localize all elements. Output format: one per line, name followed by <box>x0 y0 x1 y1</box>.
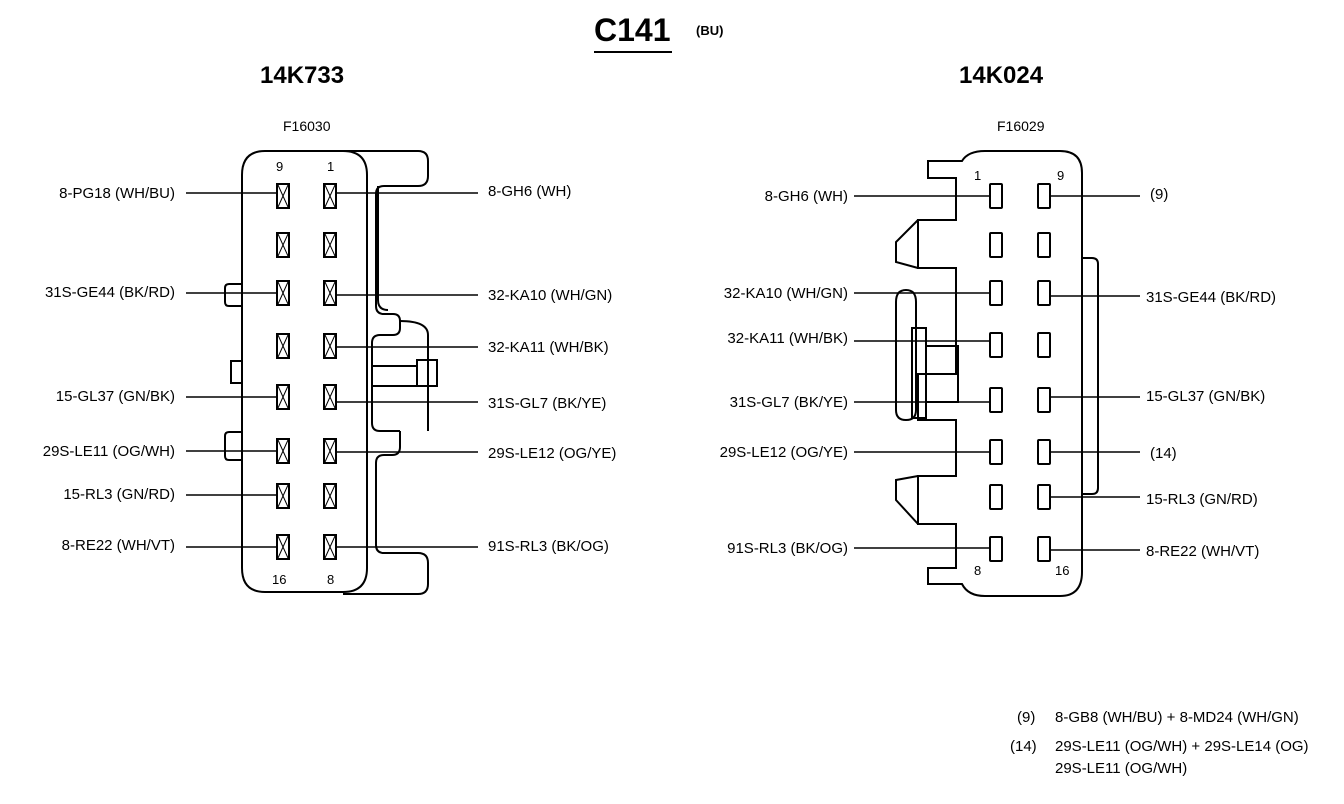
pin-cavity <box>323 280 337 306</box>
pin-cross <box>324 281 336 305</box>
pin-cavity <box>323 384 337 410</box>
pin-cavity <box>989 232 1003 258</box>
pin-cavity <box>989 280 1003 306</box>
wire-label: 8-RE22 (WH/VT) <box>1146 543 1260 560</box>
pin-cavity <box>1037 232 1051 258</box>
pin-cross <box>324 484 336 508</box>
wire-label: 29S-LE11 (OG/WH) <box>42 443 175 460</box>
wire-label: 29S-LE12 (OG/YE) <box>719 444 848 461</box>
pin-cross <box>277 439 289 463</box>
wire-label: 29S-LE12 (OG/YE) <box>488 445 617 462</box>
wire-label: 8-GH6 (WH) <box>488 183 572 200</box>
left-connector-part-no: F16030 <box>283 118 331 134</box>
right-pin-number-8: 8 <box>974 563 982 578</box>
note-ref: (14) <box>1010 738 1037 755</box>
pin-cavity <box>1037 536 1051 562</box>
pin-cavity <box>323 333 337 359</box>
right-pin-number-16: 16 <box>1055 563 1070 578</box>
pin-cavity <box>276 280 290 306</box>
left-connector-body <box>224 150 438 595</box>
pin-cavity <box>276 384 290 410</box>
wire-label: 8-GH6 (WH) <box>764 188 848 205</box>
left-pin-number-1: 1 <box>327 159 335 174</box>
connector-color-code: (BU) <box>696 23 724 38</box>
note-text: 29S-LE11 (OG/WH) + 29S-LE14 (OG) <box>1055 738 1309 755</box>
pin-cavity <box>323 183 337 209</box>
diagram-title: C141 <box>594 12 671 48</box>
right-connector-pins <box>989 183 1051 562</box>
pin-cavity <box>1037 439 1051 465</box>
wire-label: 8-PG18 (WH/BU) <box>59 185 175 202</box>
pin-cross <box>324 385 336 409</box>
pin-cavity <box>1037 280 1051 306</box>
pin-cavity <box>989 536 1003 562</box>
left-pin-number-8: 8 <box>327 572 335 587</box>
pin-cavity <box>989 439 1003 465</box>
leader-lines <box>186 192 1140 551</box>
right-connector-body <box>895 150 1099 597</box>
pin-cross <box>277 281 289 305</box>
right-connector-part-no: F16029 <box>997 118 1045 134</box>
wire-label: 15-GL37 (GN/BK) <box>55 388 175 405</box>
note-ref: (9) <box>1017 709 1036 726</box>
pin-cavity <box>1037 484 1051 510</box>
left-connector-pins <box>276 183 337 560</box>
wire-label: 15-GL37 (GN/BK) <box>1146 388 1266 405</box>
pin-cavity <box>989 332 1003 358</box>
wire-label: 15-RL3 (GN/RD) <box>1146 491 1258 508</box>
pin-cavity <box>1037 183 1051 209</box>
pin-cross <box>277 233 289 257</box>
wire-label: 15-RL3 (GN/RD) <box>63 486 175 503</box>
pin-cross <box>277 385 289 409</box>
pin-cavity <box>989 484 1003 510</box>
pin-cavity <box>1037 332 1051 358</box>
wire-label: (14) <box>1150 445 1177 462</box>
wire-label: 32-KA11 (WH/BK) <box>488 339 609 356</box>
pin-cavity <box>276 483 290 509</box>
pin-cavity <box>989 387 1003 413</box>
pin-cavity <box>276 183 290 209</box>
pin-cross <box>324 184 336 208</box>
pin-cavity <box>276 232 290 258</box>
pin-cavity <box>323 232 337 258</box>
pin-cross <box>324 233 336 257</box>
pin-cross <box>277 334 289 358</box>
wire-label: 31S-GL7 (BK/YE) <box>488 395 607 412</box>
left-pin-number-9: 9 <box>276 159 284 174</box>
pin-cavity <box>276 534 290 560</box>
right-pin-number-9: 9 <box>1057 168 1065 183</box>
pin-cross <box>324 334 336 358</box>
wire-label: 8-RE22 (WH/VT) <box>61 537 175 554</box>
pin-cavity <box>276 438 290 464</box>
pin-cavity <box>276 333 290 359</box>
wire-label: 31S-GL7 (BK/YE) <box>729 394 848 411</box>
wire-label: 31S-GE44 (BK/RD) <box>44 284 175 301</box>
pin-cross <box>324 535 336 559</box>
right-connector-name: 14K024 <box>959 62 1044 89</box>
wire-label: 31S-GE44 (BK/RD) <box>1146 289 1277 306</box>
wire-label: 32-KA10 (WH/GN) <box>723 285 848 302</box>
pin-cavity <box>1037 387 1051 413</box>
pin-cross <box>277 184 289 208</box>
note-text: 29S-LE11 (OG/WH) <box>1055 760 1188 777</box>
pin-cross <box>324 439 336 463</box>
right-pin-number-1: 1 <box>974 168 982 183</box>
pin-cross <box>277 535 289 559</box>
wire-label: 91S-RL3 (BK/OG) <box>488 538 609 555</box>
left-pin-number-16: 16 <box>272 572 287 587</box>
pin-cavity <box>989 183 1003 209</box>
wire-label: 32-KA10 (WH/GN) <box>488 287 613 304</box>
wire-label: 32-KA11 (WH/BK) <box>727 330 848 347</box>
pin-cavity <box>323 438 337 464</box>
wire-label: 91S-RL3 (BK/OG) <box>727 540 848 557</box>
pin-cavity <box>323 483 337 509</box>
pin-cross <box>277 484 289 508</box>
wire-label: (9) <box>1150 186 1169 203</box>
note-text: 8-GB8 (WH/BU) + 8-MD24 (WH/GN) <box>1055 709 1299 726</box>
left-connector-name: 14K733 <box>260 62 345 89</box>
